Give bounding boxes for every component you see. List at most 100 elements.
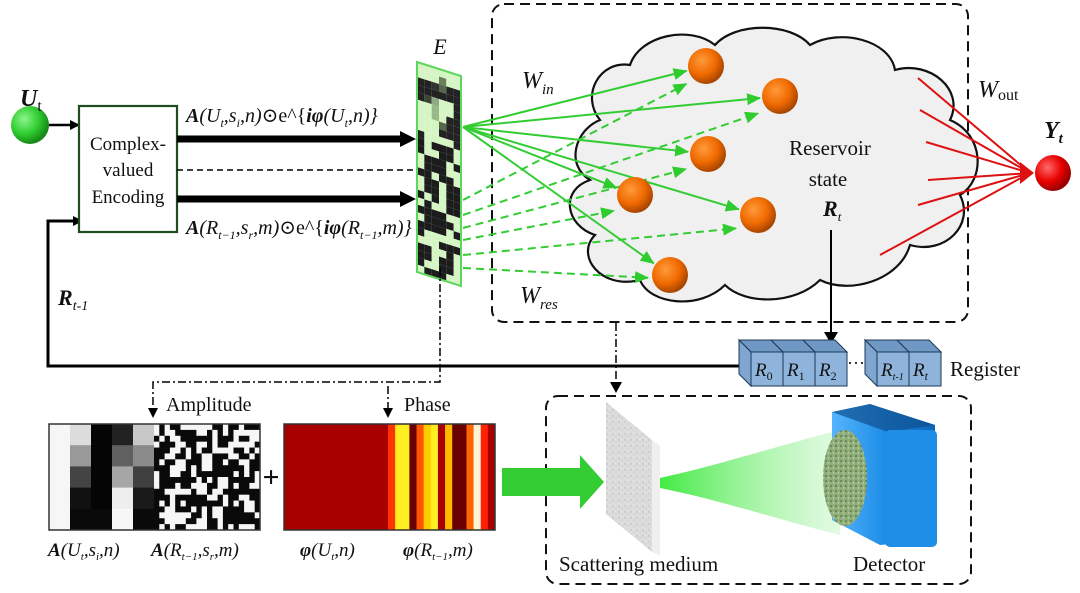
reservoir-node [688, 48, 724, 84]
amplitude-pixel [233, 512, 240, 519]
amplitude-pixel [180, 429, 187, 437]
amplitude-pixel [233, 453, 240, 460]
matrix-cell [453, 231, 461, 241]
amplitude-pixel [254, 453, 261, 460]
amplitude-pixel [217, 465, 224, 472]
amplitude-pixel [185, 524, 192, 531]
amplitude-pixel [196, 471, 203, 478]
amplitude-pixel [169, 465, 176, 472]
register-cell-face [750, 351, 784, 387]
register-cell-face [908, 351, 942, 387]
amplitude-pixel [133, 424, 155, 446]
amplitude-pixel [201, 429, 208, 437]
amplitude-pixel [191, 506, 197, 513]
register-cell-label: R1 [786, 360, 805, 383]
phase-caption-state: φ(Rt−1,m) [403, 540, 473, 563]
amplitude-pixel [154, 500, 160, 507]
reservoir-node [740, 197, 776, 233]
amplitude-pixel [175, 477, 181, 484]
amplitude-pixel [249, 435, 256, 443]
amplitude-pixel [249, 471, 256, 478]
matrix-cell [446, 198, 454, 209]
register-cell-label: R2 [818, 360, 837, 383]
matrix-cell [417, 204, 425, 215]
matrix-cell [446, 176, 454, 187]
matrix-cell [424, 214, 432, 225]
input-weights [462, 68, 762, 265]
matrix-cell [453, 88, 461, 99]
matrix-cell [424, 229, 432, 240]
reservoir-weight-line [462, 223, 738, 256]
matrix-cell [431, 89, 439, 99]
amplitude-pixel [169, 524, 176, 531]
matrix-cell [417, 152, 425, 162]
amplitude-pixel [222, 500, 229, 507]
amplitude-pixel [185, 453, 192, 460]
amplitude-pixel [233, 506, 240, 513]
matrix-cell [424, 86, 432, 97]
matrix-cell [417, 189, 425, 200]
matrix-cell [431, 104, 439, 114]
amplitude-pixel [228, 465, 234, 472]
amplitude-pixel [159, 482, 166, 490]
matrix-cell [424, 184, 432, 195]
matrix-cell [439, 226, 447, 237]
amplitude-pixel [222, 441, 229, 449]
amplitude-pixel [222, 494, 229, 502]
amplitude-pixel [212, 488, 219, 496]
matrix-cell [453, 238, 461, 249]
amplitude-pixel [196, 500, 203, 507]
amplitude-pixel [244, 477, 250, 484]
amplitude-pixel [249, 424, 256, 431]
amplitude-pixel [159, 488, 166, 496]
matrix-cell [446, 206, 454, 217]
matrix-cell [446, 236, 454, 247]
matrix-cell [417, 212, 425, 222]
amplitude-pixel [217, 471, 224, 478]
output-weight-line [925, 141, 1031, 174]
phase-stripe [473, 424, 482, 530]
amplitude-pixel [249, 500, 256, 507]
matrix-cell [453, 178, 461, 189]
amplitude-pixel [154, 471, 160, 478]
amplitude-pixel [154, 465, 160, 472]
amplitude-pixel [217, 441, 224, 449]
amplitude-pixel [233, 500, 240, 507]
matrix-cell [417, 227, 425, 237]
amplitude-pixel [249, 465, 256, 472]
matrix-cell [417, 182, 425, 192]
amplitude-pixel [49, 487, 71, 510]
output-weights [879, 77, 1034, 256]
amplitude-pixel [217, 494, 224, 502]
matrix-cell [431, 171, 439, 182]
amplitude-pixel [212, 471, 219, 478]
amplitude-pixel [164, 494, 171, 502]
amplitude-pixel [196, 477, 203, 484]
matrix-cell [431, 246, 439, 257]
matrix-cell [446, 138, 454, 149]
amplitude-pixel [175, 435, 181, 443]
matrix-cell [439, 91, 447, 102]
amplitude-pixel [112, 487, 134, 510]
matrix-cell [431, 179, 439, 189]
amplitude-pixel [169, 512, 176, 519]
matrix-cell [453, 156, 461, 166]
amplitude-pixel [175, 488, 181, 496]
matrix-cell [417, 107, 425, 117]
matrix-cell [417, 114, 425, 125]
amplitude-pixel [196, 518, 203, 525]
amplitude-pixel [201, 471, 208, 478]
reservoir-weights [462, 82, 760, 284]
amplitude-pixel [191, 500, 197, 507]
input-weight-line [462, 93, 762, 128]
amplitude-pixel [212, 494, 219, 502]
amplitude-pixel [228, 482, 234, 490]
amplitude-pixel [180, 453, 187, 460]
matrix-cell [446, 191, 454, 202]
output-weight-line [917, 172, 1031, 206]
amplitude-pixel [175, 500, 181, 507]
matrix-cell [446, 108, 454, 119]
matrix-cell [439, 234, 447, 244]
amplitude-pixel [249, 482, 256, 490]
amplitude-pixel [169, 506, 176, 513]
